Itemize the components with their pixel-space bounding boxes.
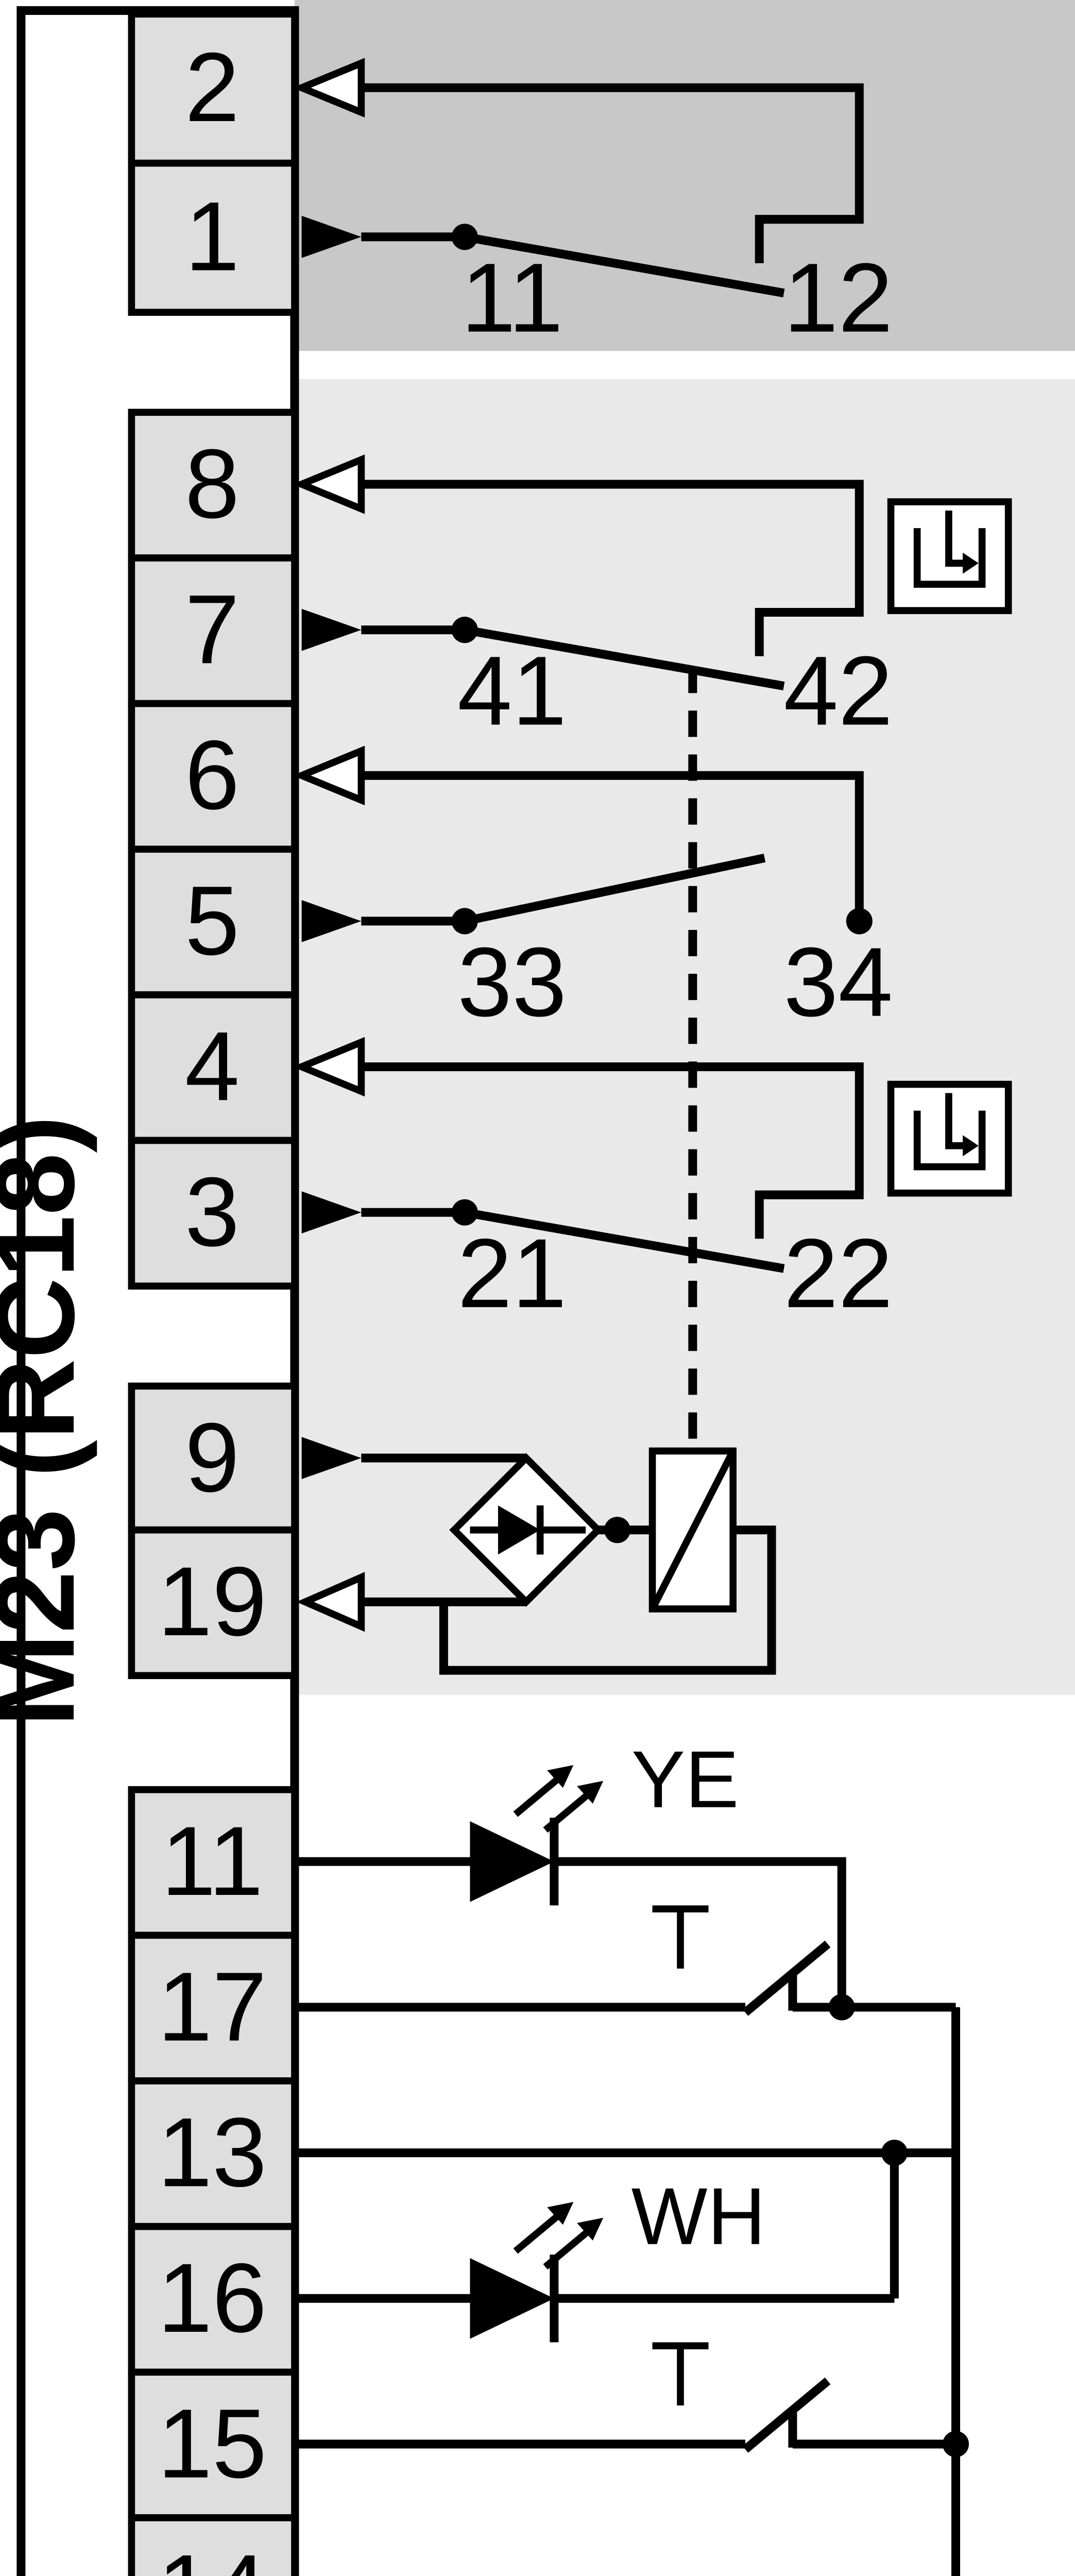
wiring-contact-41-42: [361, 480, 864, 690]
plunger-icon: [652, 1905, 709, 1969]
positive-opening-icon: [887, 1080, 1012, 1197]
pin-label-11: 11: [161, 1806, 263, 1916]
junction-dot: [828, 1994, 855, 2021]
pin-label-14: 14: [158, 2534, 267, 2576]
pin-label-4: 4: [185, 1011, 240, 1121]
contact-group-33-34: 33 34: [292, 745, 893, 1037]
wiring-rectifier-coil: [361, 1453, 776, 1675]
terminal-label-42: 42: [783, 636, 893, 745]
pin-label-15: 15: [158, 2389, 267, 2499]
led-label-ye: YE: [632, 1735, 739, 1825]
pin-box-19: [128, 1526, 298, 1680]
pin-label-16: 16: [158, 2243, 267, 2353]
wiring-led-yellow: [294, 1857, 846, 2007]
pin-box-9: [128, 1382, 298, 1534]
led-label-wh: WH: [632, 2172, 766, 2262]
wiring-switch-17: [294, 1940, 956, 2016]
junction-dot: [451, 1199, 478, 1226]
led-white-icon: [470, 2258, 554, 2339]
terminal-label-33: 33: [457, 927, 567, 1037]
pin-column: 2 1 8 7 6 5 4 3 9 19 11 17 13 16 15 14: [128, 10, 298, 2576]
contact-group-41-42: 41 42: [292, 454, 1012, 746]
pin-label-5: 5: [185, 866, 240, 976]
common-rail: [294, 2007, 961, 2576]
wiring-switch-15: [294, 2377, 956, 2453]
pin-box-4: [128, 991, 298, 1144]
junction-dot: [881, 2140, 908, 2166]
pin5-input-arrow-icon: [301, 900, 362, 942]
terminal-label-12: 12: [783, 243, 893, 353]
pin9-input-arrow-icon: [301, 1437, 362, 1479]
pin-label-6: 6: [185, 720, 240, 830]
led-yellow-icon: [470, 1821, 554, 1902]
relay-coil-diagonal: [649, 1449, 737, 1611]
pin-box-6: [128, 700, 298, 853]
positive-opening-arrowhead: [963, 552, 979, 574]
led-emission-arrows: [513, 2213, 590, 2270]
junction-dot: [604, 1517, 630, 1544]
pin-label-7: 7: [185, 574, 240, 684]
diode-icon: [498, 1505, 540, 1555]
rectifier-coil-group: [296, 1437, 776, 1675]
wiring-contact-33-34: [361, 771, 864, 926]
pin-box-14: [128, 2514, 298, 2576]
pin-label-13: 13: [158, 2097, 267, 2207]
emission-arrowhead: [577, 1781, 604, 1804]
pin7-input-arrow-icon: [301, 608, 362, 651]
contact-group-21-22: 21 22: [292, 1037, 1012, 1328]
terminal-label-41: 41: [457, 636, 567, 745]
pin-box-13: [128, 2077, 298, 2230]
connector-label: M23 (RC18): [0, 1115, 98, 1727]
junction-dot: [451, 617, 478, 643]
wiring-contact-11-12: [361, 83, 864, 298]
pin-box-1: [128, 159, 298, 316]
junction-dot: [451, 224, 478, 250]
pin3-input-arrow-icon: [301, 1191, 362, 1234]
contact-group-11-12: 11 12: [292, 58, 893, 353]
junction-dot: [451, 908, 478, 935]
pin-label-9: 9: [185, 1403, 240, 1513]
plunger-icon: [652, 2342, 709, 2406]
led-white-circuit: WH: [294, 2172, 969, 2458]
pin-label-1: 1: [185, 181, 240, 291]
emission-arrowhead: [547, 2201, 574, 2225]
band-dark: [294, 0, 1075, 351]
wiring-rail: [951, 2007, 961, 2576]
terminal-label-11: 11: [461, 243, 563, 353]
positive-opening-glyph: [913, 1093, 986, 1171]
pin-label-8: 8: [185, 429, 240, 539]
pin-label-17: 17: [158, 1952, 267, 2062]
emission-arrowhead: [547, 1765, 574, 1788]
pin-label-3: 3: [185, 1157, 240, 1267]
positive-opening-icon: [887, 498, 1012, 614]
pin1-input-arrow-icon: [301, 215, 362, 258]
terminal-label-34: 34: [783, 927, 893, 1037]
pin-box-3: [128, 1137, 298, 1290]
terminal-label-22: 22: [783, 1218, 893, 1328]
terminal-label-21: 21: [457, 1218, 567, 1328]
pin-label-19: 19: [158, 1547, 267, 1656]
pin-box-16: [128, 2223, 298, 2376]
wiring-pin13: [294, 2148, 956, 2299]
led-emission-arrows: [513, 1776, 590, 1833]
junction-dot: [942, 2431, 969, 2458]
led-yellow-circuit: YE: [294, 1735, 956, 2021]
positive-opening-arrowhead: [963, 1135, 979, 1157]
pin-label-2: 2: [185, 32, 240, 142]
positive-opening-glyph: [913, 511, 986, 588]
emission-arrowhead: [577, 2217, 604, 2241]
terminal-dot: [846, 908, 873, 935]
